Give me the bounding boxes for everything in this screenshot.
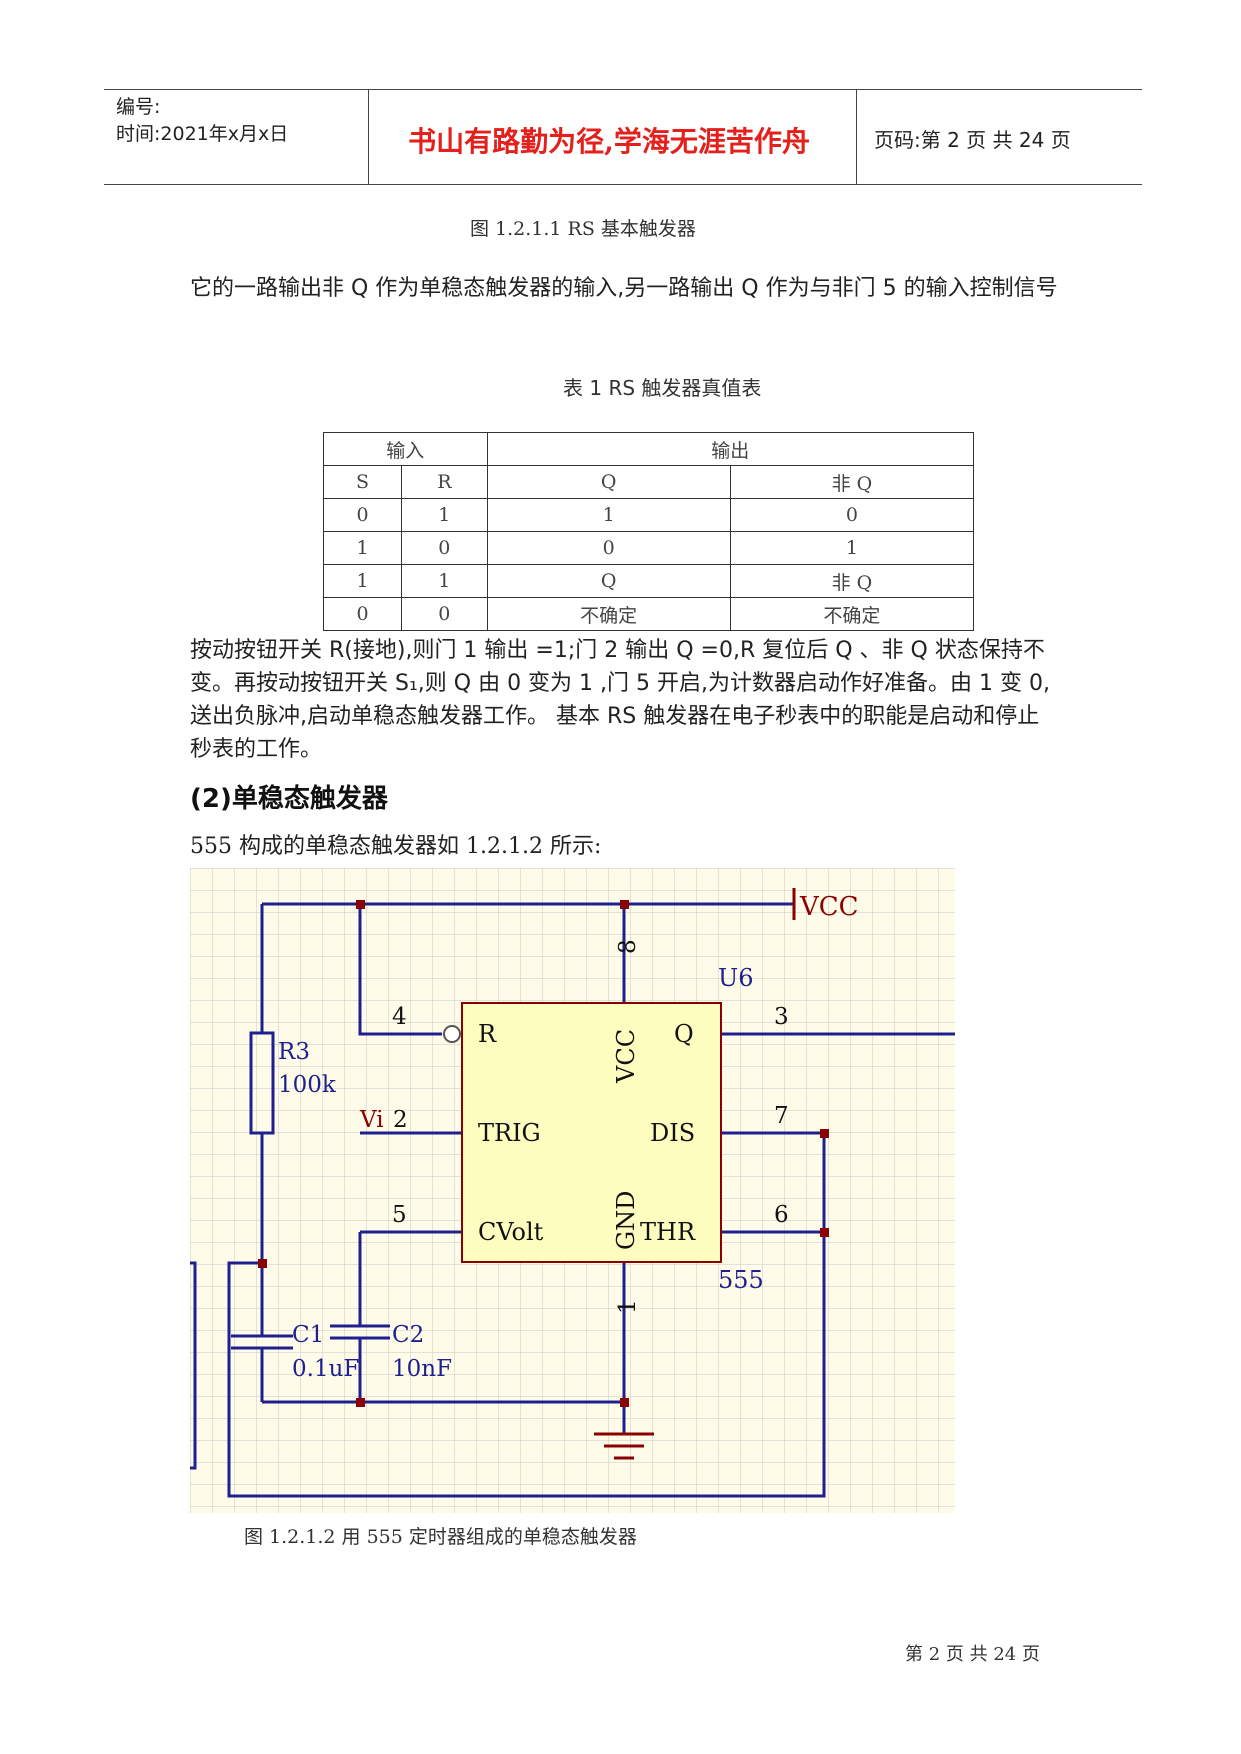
pin-label-cvolt: CVolt: [478, 1218, 544, 1246]
chip-ref-u6: U6: [718, 964, 754, 992]
junction-node: [620, 900, 629, 909]
junction-node: [258, 1259, 267, 1268]
header-page-label: 页码:第 2 页 共 24 页: [874, 128, 1071, 152]
pin-number-4: 4: [392, 1004, 407, 1030]
pin-label-dis: DIS: [650, 1119, 695, 1147]
chip-555: [461, 1002, 722, 1263]
junction-nodes: [258, 900, 829, 1407]
section-heading: (2)单稳态触发器: [190, 784, 388, 814]
table-cell: 0: [401, 597, 488, 631]
vcc-label: VCC: [799, 892, 859, 922]
pin-label-thr: THR: [640, 1218, 696, 1246]
reset-inverter-bubble: [443, 1025, 461, 1043]
figure1-caption: 图 1.2.1.1 RS 基本触发器: [470, 218, 696, 240]
ground-symbol: [594, 1432, 654, 1460]
header-meta: 编号: 时间:2021年x月x日: [116, 94, 288, 148]
table-header-row: S R Q 非 Q: [322, 465, 975, 499]
header-motto: 书山有路勤为径,学海无涯苦作舟: [408, 125, 810, 158]
pin-label-vcc: VCC: [612, 1029, 640, 1084]
input-label-vi: Vi: [359, 1107, 384, 1133]
pin-label-q: Q: [674, 1020, 694, 1048]
table-cell: 1: [322, 531, 403, 565]
table-cell: 不确定: [486, 597, 731, 631]
table-row: 1 0 0 1: [322, 531, 975, 565]
pin-number-3: 3: [774, 1004, 789, 1030]
circuit-schematic: VCC R3 100k C1 0.1uF C2 10nF R TRIG CVol…: [190, 868, 955, 1513]
table-cell: 1: [486, 498, 731, 532]
pin-number-6: 6: [774, 1202, 789, 1228]
pin-number-2: 2: [393, 1107, 408, 1133]
table-row: 0 0 不确定 不确定: [322, 597, 975, 631]
junction-node: [820, 1129, 829, 1138]
pin-label-trig: TRIG: [478, 1119, 541, 1147]
table-group-header-row: 输入 输出: [323, 432, 975, 466]
pin-number-1: 1: [615, 1299, 641, 1314]
table-group-header: 输出: [486, 432, 975, 466]
c2-ref: C2: [392, 1322, 424, 1348]
table-cell: 非 Q: [729, 564, 975, 598]
table-row: 1 1 Q 非 Q: [322, 564, 975, 598]
table-cell: 不确定: [729, 597, 975, 631]
intro-paragraph: 它的一路输出非 Q 作为单稳态触发器的输入,另一路输出 Q 作为与非门 5 的输…: [190, 276, 1058, 301]
table-cell: Q: [486, 564, 731, 598]
capacitor-c1: [231, 1263, 293, 1350]
table-group-header: 输入: [323, 432, 488, 466]
r3-ref: R3: [278, 1039, 310, 1065]
table-header: R: [401, 465, 488, 499]
table-cell: 1: [729, 531, 975, 565]
pin-label-gnd: GND: [612, 1191, 640, 1250]
header-divider: [368, 90, 369, 184]
table-header: S: [322, 465, 403, 499]
r3-value: 100k: [278, 1072, 337, 1098]
table-cell: 0: [322, 597, 403, 631]
table-cell: 0: [729, 498, 975, 532]
page-header: 编号: 时间:2021年x月x日 书山有路勤为径,学海无涯苦作舟 页码:第 2 …: [104, 89, 1142, 185]
chip-part-555: 555: [718, 1266, 764, 1294]
junction-node: [620, 1398, 629, 1407]
pin-label-r: R: [478, 1020, 497, 1048]
pin-number-8: 8: [615, 939, 641, 954]
capacitor-c2: [330, 1324, 390, 1402]
junction-node: [356, 1398, 365, 1407]
pin-number-5: 5: [392, 1202, 407, 1228]
c1-value: 0.1uF: [292, 1356, 359, 1382]
figure2-caption: 图 1.2.1.2 用 555 定时器组成的单稳态触发器: [244, 1526, 637, 1548]
c1-ref: C1: [292, 1322, 324, 1348]
number-label: 编号:: [116, 96, 161, 118]
table-cell: 0: [486, 531, 731, 565]
table-cell: 1: [401, 564, 488, 598]
resistor-r3: [249, 1031, 275, 1135]
junction-node: [820, 1228, 829, 1237]
section-intro: 555 构成的单稳态触发器如 1.2.1.2 所示:: [190, 834, 602, 859]
table-cell: 0: [322, 498, 403, 532]
table-header: 非 Q: [729, 465, 975, 499]
table-row: 0 1 1 0: [322, 498, 975, 532]
c2-value: 10nF: [392, 1356, 452, 1382]
table-header: Q: [486, 465, 731, 499]
truth-table: 输入 输出 S R Q 非 Q 0 1 1 0 1 0 0 1 1 1 Q 非 …: [322, 432, 975, 631]
header-divider: [856, 90, 857, 184]
table-cell: 0: [401, 531, 488, 565]
table-caption: 表 1 RS 触发器真值表: [563, 376, 762, 400]
wires: [190, 902, 955, 1498]
table-cell: 1: [401, 498, 488, 532]
junction-node: [356, 900, 365, 909]
pin-number-7: 7: [774, 1103, 789, 1129]
table-cell: 1: [322, 564, 403, 598]
body-paragraph: 按动按钮开关 R(接地),则门 1 输出 =1;门 2 输出 Q =0,R 复位…: [190, 638, 1050, 762]
time-label: 时间:2021年x月x日: [116, 123, 289, 145]
page-footer: 第 2 页 共 24 页: [905, 1644, 1040, 1665]
